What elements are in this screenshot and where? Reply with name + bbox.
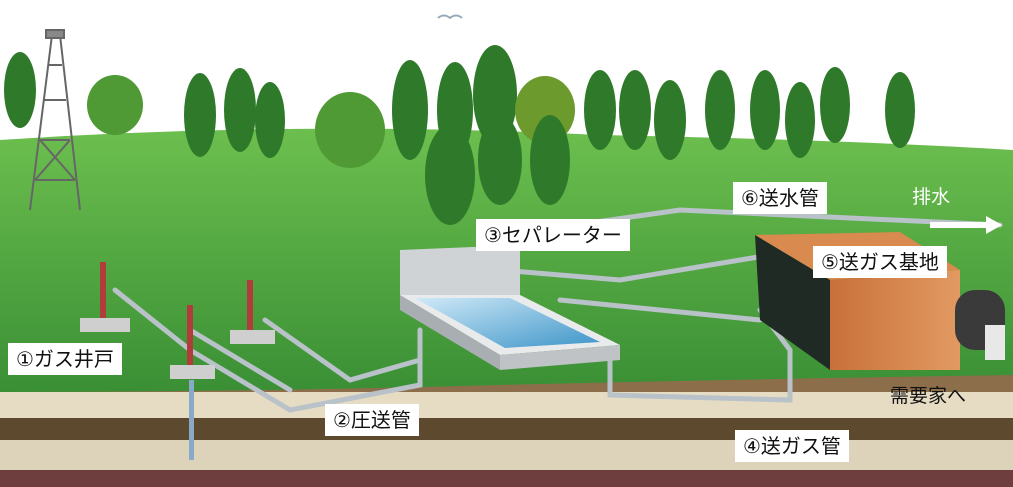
tree-row [4, 45, 915, 225]
bird-icon [437, 14, 463, 20]
gas-well-heads [80, 262, 275, 460]
label-to-consumers: 需要家へ [890, 385, 967, 407]
label-drainage: 排水 [912, 186, 951, 208]
label-gas-well: ①ガス井戸 [8, 343, 122, 375]
pipe-network [112, 207, 1003, 413]
drilling-tower-icon [29, 29, 81, 211]
label-water-pipe: ⑥送水管 [733, 182, 827, 214]
label-gas-pipe: ④送ガス管 [735, 430, 849, 462]
label-separator: ③セパレーター [476, 219, 630, 251]
label-gas-base: ⑤送ガス基地 [813, 246, 947, 278]
separator-tank-icon [400, 245, 620, 370]
drainage-arrow-icon [930, 216, 1002, 234]
label-pressure-pipe: ②圧送管 [325, 404, 419, 436]
gas-base-building-icon [755, 232, 1005, 370]
